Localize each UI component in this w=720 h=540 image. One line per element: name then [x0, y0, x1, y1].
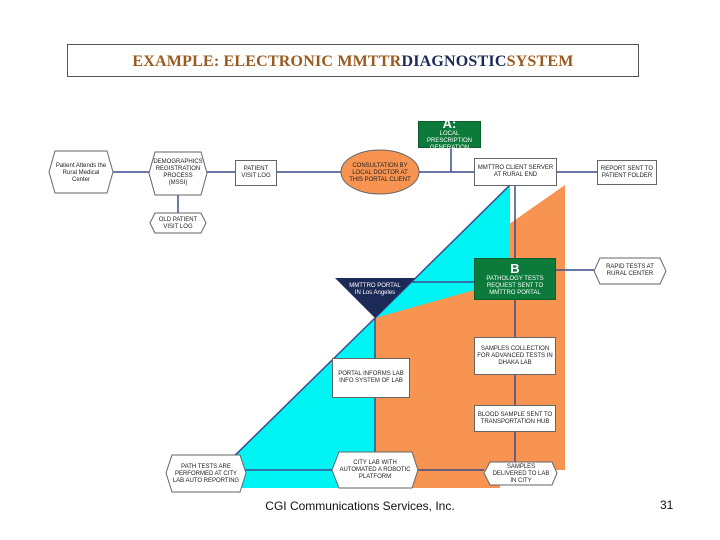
demographics-node: DEMOGRAPHICS REGISTRATION PROCESS (MSSI)	[153, 159, 203, 186]
hex-demographics	[148, 151, 208, 196]
b-text: PATHOLOGY TESTS REQUEST SENT TO MMTTRO P…	[486, 275, 544, 296]
patient-visit-log-node: PATIENT VISIT LOG	[235, 160, 277, 186]
title-part-1: EXAMPLE: ELECTRONIC MMTTR	[132, 53, 402, 70]
blood-sample-node: BLOOD SAMPLE SENT TO TRANSPORTATION HUB	[474, 405, 556, 432]
city-lab-node: CITY LAB WITH AUTOMATED A ROBOTIC PLATFO…	[339, 459, 411, 480]
mmttro-portal-node: MMTTRO PORTAL IN Los Angeles	[349, 283, 401, 296]
report-sent-node: REPORT SENT TO PATIENT FOLDER	[597, 160, 657, 185]
mmttr-client-node: MMTTRO CLIENT SERVER AT RURAL END	[474, 158, 557, 186]
old-patient-node: OLD PATIENT VISIT LOG	[158, 217, 198, 230]
title-part-2: DIAGNOSTIC	[401, 53, 507, 70]
hex-patient	[48, 150, 114, 194]
title-part-3: SYSTEM	[506, 53, 574, 70]
connector-lines	[113, 146, 600, 471]
hex-samples-delivered	[483, 461, 558, 486]
hex-rapid	[593, 257, 667, 285]
hexagon-shapes	[48, 150, 667, 493]
page-number: 31	[660, 498, 674, 512]
samples-collection-node: SAMPLES COLLECTION FOR ADVANCED TESTS IN…	[474, 337, 556, 375]
a-label: A:	[442, 116, 457, 131]
consultation-node: CONSULTATION BY LOCAL DOCTOR AT THIS POR…	[349, 162, 411, 183]
samples-delivered-node: SAMPLES DELIVERED TO LAB IN CITY	[492, 463, 550, 484]
hex-old-patient	[149, 212, 207, 234]
consultation-ellipse	[340, 149, 420, 195]
patient-attends-node: Patient Attends the Rural Medical Center	[55, 162, 107, 183]
portal-informs-node: PORTAL INFORMS LAB INFO SYSTEM OF LAB	[332, 358, 410, 398]
title-box: EXAMPLE: ELECTRONIC MMTTRDIAGNOSTICSYSTE…	[67, 44, 639, 77]
footer-company: CGI Communications Services, Inc.	[265, 499, 455, 513]
path-tests-node: PATH TESTS ARE PERFORMED AT CITY LAB AUT…	[172, 463, 240, 484]
slide-title: EXAMPLE: ELECTRONIC MMTTRDIAGNOSTICSYSTE…	[68, 53, 638, 71]
mmttro-portal-triangle	[335, 278, 415, 318]
prescription-a-box: A: LOCAL PRESCRIPTION GENERATION	[418, 117, 481, 151]
hex-city-lab	[331, 451, 419, 489]
a-text: LOCAL PRESCRIPTION GENERATION	[426, 131, 472, 151]
pathology-b-box: B PATHOLOGY TESTS REQUEST SENT TO MMTTRO…	[474, 258, 556, 300]
hex-path-tests	[165, 454, 247, 493]
b-label: B	[510, 260, 520, 276]
rapid-tests-node: RAPID TESTS AT RURAL CENTER	[606, 264, 654, 277]
